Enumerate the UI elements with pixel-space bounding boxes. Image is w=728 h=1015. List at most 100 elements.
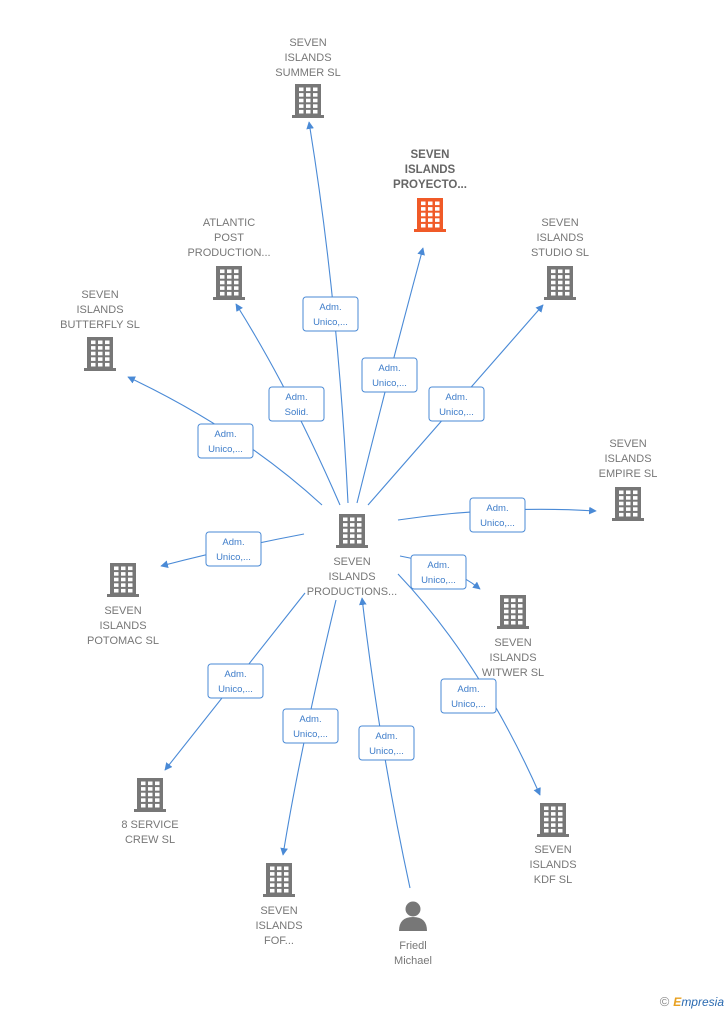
- edge-label-fof[interactable]: Adm. Unico,...: [282, 708, 339, 744]
- node-label-line: ISLANDS: [529, 859, 576, 871]
- building-icon: [107, 563, 139, 597]
- node-butterfly[interactable]: SEVEN ISLANDS BUTTERFLY SL: [60, 289, 140, 371]
- edge-label-proyecto[interactable]: Adm.Unico,...: [361, 357, 418, 393]
- edge-label-box: [440, 678, 497, 714]
- node-label-line: ISLANDS: [489, 652, 536, 664]
- edge-label-box: [410, 554, 467, 590]
- node-label-line: PROYECTO...: [393, 179, 467, 191]
- edge-label-atlantic[interactable]: Adm. Solid.: [268, 386, 325, 422]
- edge-label-text: Unico,...: [480, 518, 515, 529]
- edge-label-box: [268, 386, 325, 422]
- node-label-line: 8 SERVICE: [121, 819, 178, 831]
- edge-label-butterfly[interactable]: Adm.Unico,...: [197, 423, 254, 459]
- node-label-line: WITWER SL: [482, 667, 544, 679]
- edge-label-text: Adm.: [427, 560, 449, 571]
- edge-label-box: [205, 531, 262, 567]
- edge-label-text: Unico,...: [439, 407, 474, 418]
- edge-label-text: Unico,...: [421, 575, 456, 586]
- edge-label-box: [469, 497, 526, 533]
- building-icon: [497, 595, 529, 629]
- node-label-line: CREW SL: [125, 834, 175, 846]
- node-empire[interactable]: SEVEN ISLANDS EMPIRE SL: [599, 438, 658, 521]
- node-label-line: SEVEN: [260, 905, 297, 917]
- edge-label-box: [428, 386, 485, 422]
- edge-label-text: Adm.: [224, 669, 246, 680]
- edge-label-text: Unico,...: [293, 729, 328, 740]
- nodes-layer: SEVENISLANDSPRODUCTIONS...SEVENISLANDSSU…: [60, 37, 657, 967]
- node-label-line: KDF SL: [534, 874, 573, 886]
- edge-label-text: Adm.: [445, 392, 467, 403]
- node-kdf[interactable]: SEVEN ISLANDS KDF SL: [529, 803, 577, 886]
- building-icon: [336, 514, 368, 548]
- edge-label-text: Solid.: [285, 407, 309, 418]
- edge-label-text: Adm.: [285, 392, 307, 403]
- node-label-line: SEVEN: [104, 605, 141, 617]
- node-label-line: SEVEN: [541, 217, 578, 229]
- node-label-line: SEVEN: [81, 289, 118, 301]
- edge-label-box: [197, 423, 254, 459]
- edge-label-text: Unico,...: [451, 699, 486, 710]
- node-label-line: Friedl: [399, 940, 427, 952]
- building-icon: [292, 84, 324, 118]
- node-label-line: POST: [214, 232, 244, 244]
- copyright-symbol: ©: [659, 994, 670, 1009]
- edge-label-box: [361, 357, 418, 393]
- node-label-line: ATLANTIC: [203, 217, 255, 229]
- edge-label-witwer[interactable]: Adm. Unico,...: [410, 554, 467, 590]
- node-label-line: SUMMER SL: [275, 67, 340, 79]
- edge-label-friedl[interactable]: Adm.Unico,...: [358, 725, 415, 761]
- edge-label-empire[interactable]: Adm.Unico,...: [469, 497, 526, 533]
- node-label-line: ISLANDS: [255, 920, 302, 932]
- node-label-line: EMPIRE SL: [599, 468, 658, 480]
- node-proyecto[interactable]: SEVENISLANDSPROYECTO...: [393, 149, 467, 232]
- footer-brand: © Empresia: [660, 994, 724, 1009]
- node-atlantic[interactable]: ATLANTICPOSTPRODUCTION...: [187, 217, 271, 300]
- edge-label-service[interactable]: Adm. Unico,...: [207, 663, 264, 699]
- edges-layer: [127, 121, 597, 889]
- node-label-line: SEVEN: [333, 556, 370, 568]
- node-label-line: SEVEN: [289, 37, 326, 49]
- node-fof[interactable]: SEVEN ISLANDS FOF...: [255, 863, 303, 947]
- edge-label-kdf[interactable]: Adm. Unico,...: [440, 678, 497, 714]
- edge-label-text: Unico,...: [216, 552, 251, 563]
- node-label-line: ISLANDS: [405, 164, 456, 176]
- node-center[interactable]: SEVEN ISLANDS PRODUCTIONS...: [307, 514, 397, 598]
- building-icon: [213, 266, 245, 300]
- edge-labels-layer: Adm.Unico,...Adm.Unico,...Adm.Solid.Adm.…: [197, 296, 526, 761]
- edge-label-box: [302, 296, 359, 332]
- node-label-line: SEVEN: [609, 438, 646, 450]
- edge-label-box: [358, 725, 415, 761]
- edge-label-studio[interactable]: Adm. Unico,...: [428, 386, 485, 422]
- node-label-line: SEVEN: [494, 637, 531, 649]
- node-label-line: SEVEN: [534, 844, 571, 856]
- node-label-line: FOF...: [264, 935, 294, 947]
- edge-label-text: Unico,...: [369, 746, 404, 757]
- node-label-line: POTOMAC SL: [87, 635, 159, 647]
- edge-label-text: Unico,...: [313, 317, 348, 328]
- node-label-line: ISLANDS: [328, 571, 375, 583]
- edge-label-text: Adm.: [457, 684, 479, 695]
- edge-label-text: Adm.: [319, 302, 341, 313]
- edge-label-summer[interactable]: Adm. Unico,...: [302, 296, 359, 332]
- building-icon: [544, 266, 576, 300]
- node-label-line: BUTTERFLY SL: [60, 319, 140, 331]
- edge-label-text: Adm.: [214, 429, 236, 440]
- node-witwer[interactable]: SEVEN ISLANDS WITWER SL: [482, 595, 544, 679]
- node-service[interactable]: 8 SERVICE CREW SL: [121, 778, 179, 846]
- edge-label-text: Adm.: [299, 714, 321, 725]
- node-label-line: ISLANDS: [604, 453, 651, 465]
- node-label-line: Michael: [394, 955, 432, 967]
- brand-logo: Empresia: [673, 994, 724, 1009]
- edge-label-potomac[interactable]: Adm.Unico,...: [205, 531, 262, 567]
- node-label-line: ISLANDS: [536, 232, 583, 244]
- node-label-line: PRODUCTIONS...: [307, 586, 397, 598]
- edge-label-text: Unico,...: [218, 684, 253, 695]
- edge-label-text: Unico,...: [372, 378, 407, 389]
- person-icon: [399, 901, 427, 931]
- node-label-line: ISLANDS: [76, 304, 123, 316]
